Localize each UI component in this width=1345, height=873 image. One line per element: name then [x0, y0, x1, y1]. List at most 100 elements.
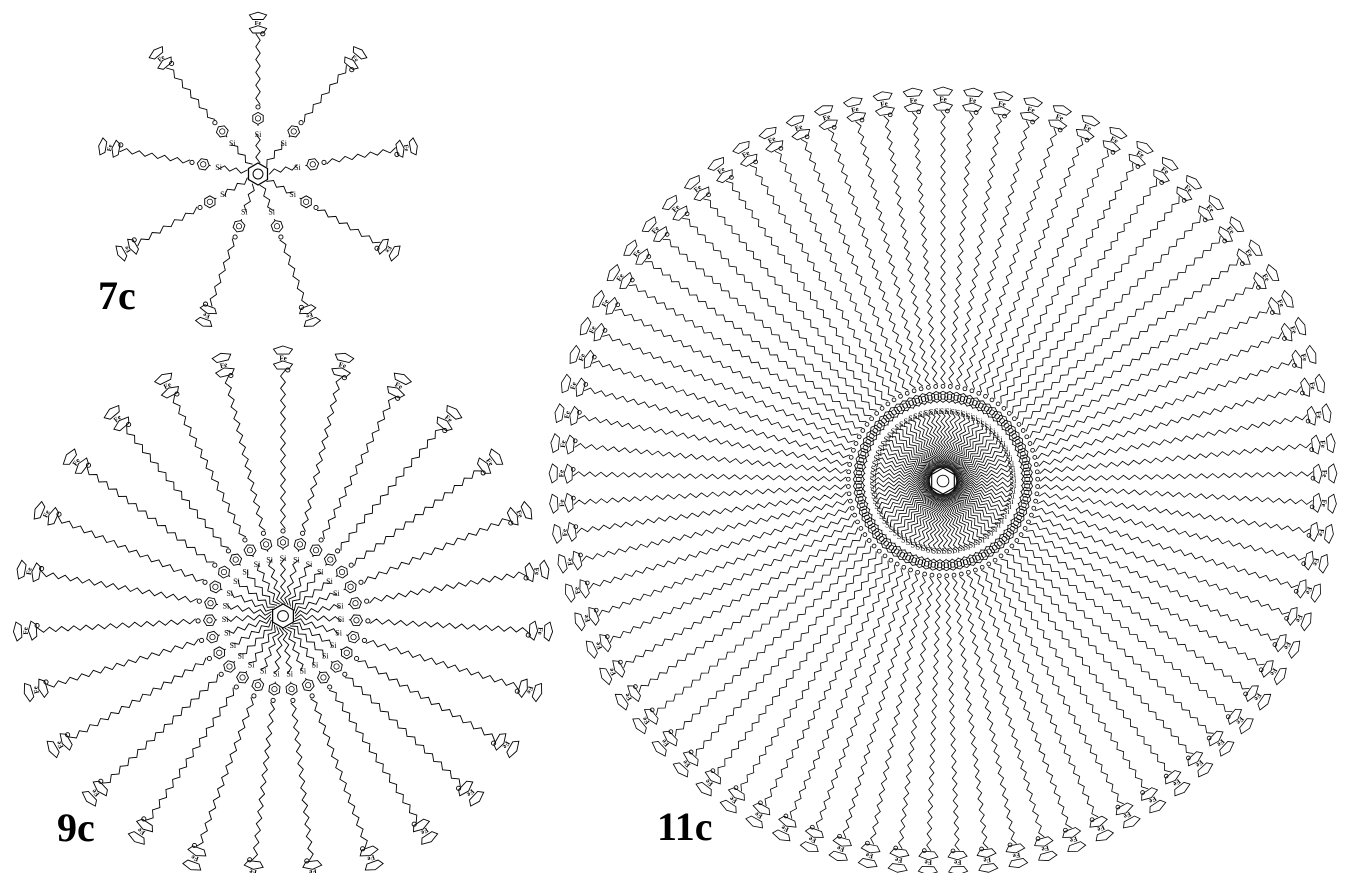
svg-text:Si: Si: [887, 431, 894, 440]
ferrocene-group: Fe: [1227, 708, 1254, 735]
ferrocene-group: Fe: [1198, 194, 1225, 221]
svg-text:Si: Si: [969, 541, 976, 550]
ferrocene-group: Fe: [1311, 433, 1336, 455]
svg-text:Si: Si: [268, 207, 275, 216]
ferrocene-group: Fe: [16, 559, 42, 583]
svg-text:Si: Si: [874, 502, 881, 511]
ferrocene-group: Fe: [153, 372, 179, 399]
svg-text:Fe: Fe: [136, 826, 147, 837]
ferrocene-group: Fe: [917, 850, 939, 873]
svg-text:Fe: Fe: [1288, 325, 1298, 335]
dendron-arm: Si Fe: [12, 613, 272, 642]
ferrocene-group: Fe: [552, 521, 577, 544]
svg-text:Si: Si: [966, 412, 973, 421]
svg-text:Fe: Fe: [157, 54, 167, 64]
ferrocene-group: Fe: [1309, 521, 1334, 544]
ferrocene-group: Fe: [148, 45, 172, 70]
svg-text:Si: Si: [999, 440, 1006, 449]
ferrocene-group: Fe: [1286, 607, 1312, 632]
svg-text:Fe: Fe: [393, 381, 403, 391]
dendron-arm: Si Fe: [954, 263, 1280, 477]
ferrocene-group: Fe: [1312, 492, 1337, 514]
svg-text:Fe: Fe: [660, 737, 671, 748]
ferrocene-group: Fe: [932, 86, 954, 111]
svg-text:Fe: Fe: [1012, 851, 1021, 860]
ferrocene-group: Fe: [719, 787, 745, 814]
svg-text:Fe: Fe: [305, 311, 314, 320]
ferrocene-group: Fe: [243, 860, 264, 873]
svg-text:Fe: Fe: [1299, 353, 1309, 363]
ferrocene-group: Fe: [1306, 403, 1332, 426]
svg-text:Si: Si: [1009, 486, 1016, 495]
svg-text:Si: Si: [873, 497, 880, 506]
svg-text:Fe: Fe: [1318, 440, 1327, 448]
ferrocene-group: Fe: [1089, 815, 1115, 842]
svg-text:Si: Si: [873, 454, 880, 463]
ferrocene-group: Fe: [81, 780, 108, 807]
ferrocene-group: Fe: [828, 836, 852, 861]
svg-text:Fe: Fe: [90, 787, 101, 798]
ferrocene-group: Fe: [592, 289, 619, 315]
svg-text:Si: Si: [280, 139, 287, 148]
ferrocene-group: Fe: [1260, 660, 1287, 686]
ferrocene-group: Fe: [962, 87, 984, 113]
ferrocene-group: Fe: [976, 848, 999, 873]
svg-text:Si: Si: [330, 641, 337, 650]
svg-text:Si: Si: [224, 628, 231, 637]
ferrocene-group: Fe: [579, 316, 606, 342]
svg-text:Si: Si: [901, 535, 908, 544]
svg-text:Si: Si: [916, 543, 923, 552]
ferrocene-group: Fe: [413, 818, 439, 845]
svg-text:Si: Si: [280, 554, 287, 563]
svg-text:Si: Si: [937, 547, 944, 556]
svg-text:Si: Si: [1003, 507, 1010, 516]
ferrocene-group: Fe: [872, 91, 895, 116]
svg-text:Si: Si: [229, 641, 236, 650]
svg-text:Fe: Fe: [741, 149, 751, 160]
svg-text:Fe: Fe: [514, 509, 524, 519]
svg-text:Fe: Fe: [1252, 692, 1263, 703]
ferrocene-group: Fe: [33, 500, 60, 526]
ferrocene-group: Fe: [1034, 836, 1058, 861]
svg-text:Fe: Fe: [1268, 667, 1279, 677]
ferrocene-group: Fe: [1062, 827, 1087, 853]
ferrocene-group: Fe: [857, 843, 881, 868]
svg-text:Si: Si: [1005, 502, 1012, 511]
ferrocene-group: Fe: [1253, 263, 1280, 290]
svg-text:Fe: Fe: [895, 856, 903, 865]
svg-text:Fe: Fe: [22, 627, 30, 635]
svg-text:Fe: Fe: [1314, 410, 1323, 419]
svg-text:Fe: Fe: [525, 685, 535, 694]
svg-text:Si: Si: [289, 190, 296, 199]
ferrocene-group: Fe: [641, 216, 668, 242]
svg-text:Si: Si: [989, 427, 996, 436]
ferrocene-group: Fe: [1115, 802, 1141, 829]
svg-text:Fe: Fe: [623, 692, 634, 703]
ferrocene-group: Fe: [606, 263, 633, 290]
svg-text:Fe: Fe: [1041, 844, 1050, 854]
svg-text:Fe: Fe: [1215, 737, 1226, 748]
ferrocene-group: Fe: [902, 87, 924, 113]
